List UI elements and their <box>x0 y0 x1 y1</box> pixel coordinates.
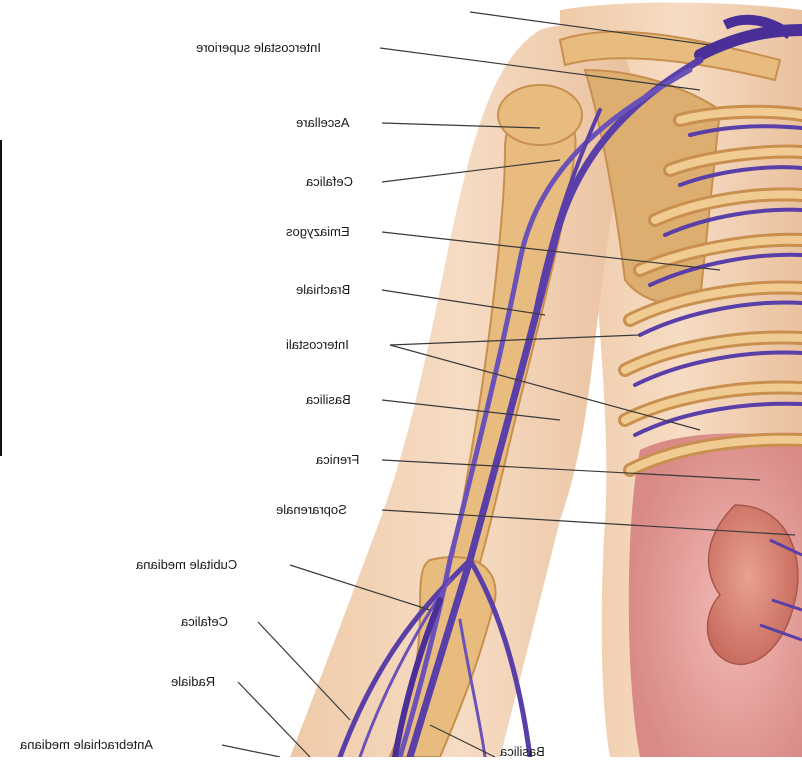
label-cefalica-upper: Cefalica <box>306 174 376 190</box>
label-antebrachiale-mediana: Antebrachiale mediana <box>20 737 216 753</box>
label-soprarenale: Soprarenale <box>276 502 376 518</box>
label-cefalica-lower: Cefalica <box>181 614 251 630</box>
label-intercostali: Intercostali <box>286 337 376 353</box>
label-ascellare: Ascellare <box>296 115 376 131</box>
label-emiazygos: Emiazygos <box>286 224 376 240</box>
label-cubitale-mediana: Cubitale mediana <box>136 557 286 573</box>
label-frenica: Frenica <box>316 452 376 468</box>
humeral-head <box>498 85 582 145</box>
label-brachiale: Brachiale <box>296 282 376 298</box>
label-radiale: Radiale <box>171 674 233 690</box>
label-intercostale-superiore: Intercostale superiore <box>196 40 376 56</box>
label-basilica-lower: Basilica <box>500 744 570 760</box>
label-basilica: Basilica <box>306 392 376 408</box>
left-border-rule <box>0 140 2 456</box>
